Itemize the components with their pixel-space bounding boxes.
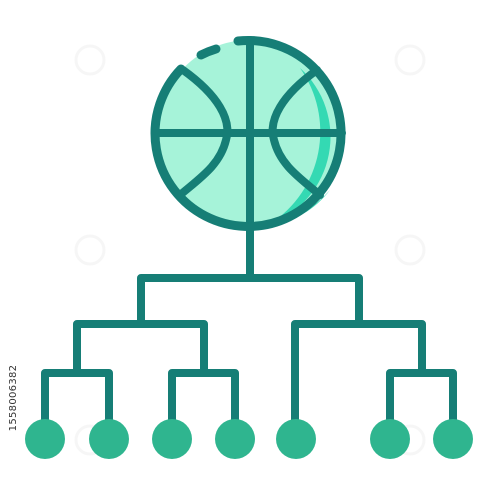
ball-seam-left <box>176 66 232 199</box>
ball-seam-right <box>268 66 324 199</box>
stock-id-label: 1558006382 <box>8 364 19 432</box>
team-node <box>215 419 255 459</box>
team-nodes <box>25 419 473 459</box>
bracket-quarter-1 <box>41 369 113 432</box>
team-node <box>152 419 192 459</box>
bracket-quarter-4 <box>386 369 457 432</box>
team-node <box>89 419 129 459</box>
ball-outline-dash <box>196 44 221 60</box>
bracket-quarter-2 <box>168 369 239 432</box>
ball-shade <box>270 68 331 224</box>
ball-outline <box>150 35 346 231</box>
basketball-icon <box>150 35 346 231</box>
team-node <box>25 419 65 459</box>
bracket-final <box>137 274 363 324</box>
bracket-semi-left <box>73 320 208 377</box>
team-node <box>433 419 473 459</box>
bracket-lines <box>41 222 457 436</box>
bracket-semi-right <box>291 320 426 436</box>
team-node <box>276 419 316 459</box>
team-node <box>370 419 410 459</box>
